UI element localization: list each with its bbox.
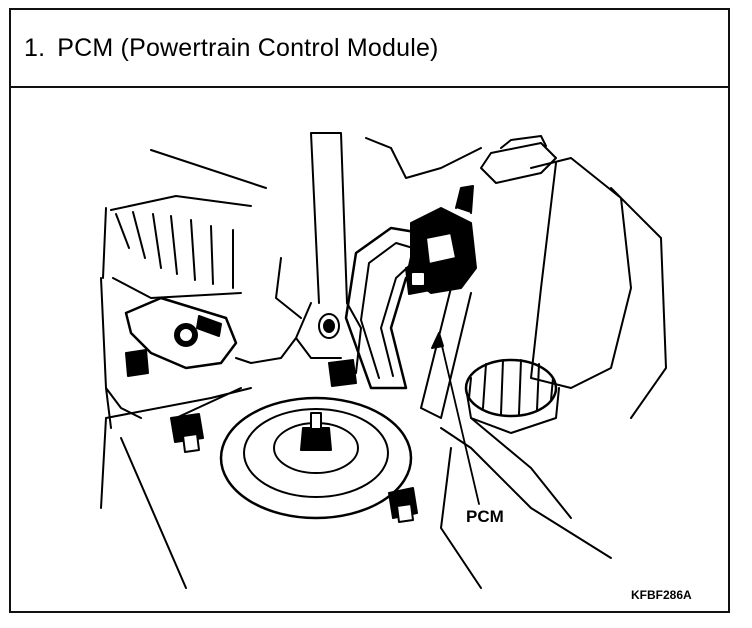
duct-clamp bbox=[500, 135, 547, 149]
oil-cap-ridges bbox=[468, 359, 554, 415]
engine-cover-lines bbox=[102, 149, 267, 299]
engine-bay-illustration: PCM KFBF286A bbox=[11, 88, 728, 611]
strut-tower-mid bbox=[243, 408, 389, 498]
hose-loop-inner bbox=[360, 242, 414, 379]
fender-lines bbox=[275, 137, 482, 319]
intake-duct bbox=[480, 142, 557, 184]
mount-pad bbox=[196, 315, 222, 337]
pcm-channel bbox=[420, 287, 472, 419]
bracket-hole-inner bbox=[323, 319, 335, 333]
oil-filler-cap bbox=[464, 358, 558, 418]
title-number: 1. bbox=[24, 34, 46, 62]
mount-bolt-inner bbox=[180, 329, 192, 341]
figure-code: KFBF286A bbox=[631, 588, 692, 602]
intake-box bbox=[530, 157, 667, 419]
oil-cap-base bbox=[465, 387, 560, 434]
pcm-leader-line bbox=[438, 332, 480, 505]
strut-center-nut bbox=[300, 427, 332, 451]
bracket-hole bbox=[318, 313, 340, 339]
pcm-callout-label: PCM bbox=[466, 507, 504, 526]
bolt-group bbox=[125, 349, 418, 523]
strut-tower-outer bbox=[219, 396, 413, 520]
title-text: PCM (Powertrain Control Module) bbox=[57, 34, 439, 62]
strut-center-stud bbox=[310, 412, 322, 430]
engine-bay-drawing bbox=[100, 132, 667, 589]
figure-frame: 1. PCM (Powertrain Control Module) bbox=[9, 8, 730, 613]
cowl-edge bbox=[100, 387, 252, 589]
pcm-module bbox=[405, 185, 477, 295]
pcm-leader-arrow bbox=[431, 332, 444, 349]
figure-title: 1. PCM (Powertrain Control Module) bbox=[24, 34, 439, 63]
figure-header: 1. PCM (Powertrain Control Module) bbox=[11, 10, 728, 88]
radiator-fins bbox=[115, 211, 234, 289]
mount-bracket bbox=[124, 296, 238, 370]
lower-engine-lines bbox=[440, 417, 612, 589]
strut-rod bbox=[310, 132, 348, 304]
